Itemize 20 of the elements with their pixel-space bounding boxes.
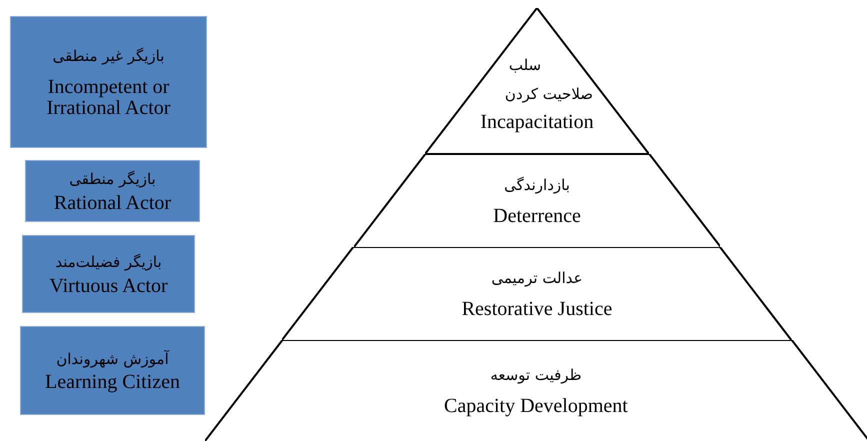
english-label: Deterrence bbox=[493, 206, 581, 228]
english-label: Restorative Justice bbox=[462, 299, 612, 320]
persian-label: بازیگر فضیلت‌مند bbox=[55, 252, 162, 274]
persian-label: بازیگر منطقی bbox=[69, 169, 156, 190]
english-label: Incompetent or Irrational Actor bbox=[46, 77, 172, 120]
english-label: Rational Actor bbox=[54, 192, 172, 214]
persian-label: آموزش شهروندان bbox=[56, 348, 169, 370]
persian-label: بازیگر غیر منطقی bbox=[52, 46, 164, 67]
persian-label: سلب صلاحیت کردن bbox=[504, 55, 594, 105]
actor-box bbox=[20, 326, 205, 415]
actor-box bbox=[25, 160, 200, 222]
actor-box bbox=[22, 235, 195, 313]
actor-box bbox=[10, 16, 207, 148]
persian-label: بازدارندگی bbox=[504, 174, 570, 196]
english-label: Learning Citizen bbox=[45, 372, 180, 394]
persian-label: عدالت ترمیمی bbox=[491, 268, 583, 289]
persian-label: ظرفیت توسعه bbox=[490, 364, 582, 386]
english-label: Virtuous Actor bbox=[49, 276, 168, 297]
english-label: Incapacitation bbox=[480, 112, 594, 133]
english-label: Capacity Development bbox=[444, 396, 628, 418]
